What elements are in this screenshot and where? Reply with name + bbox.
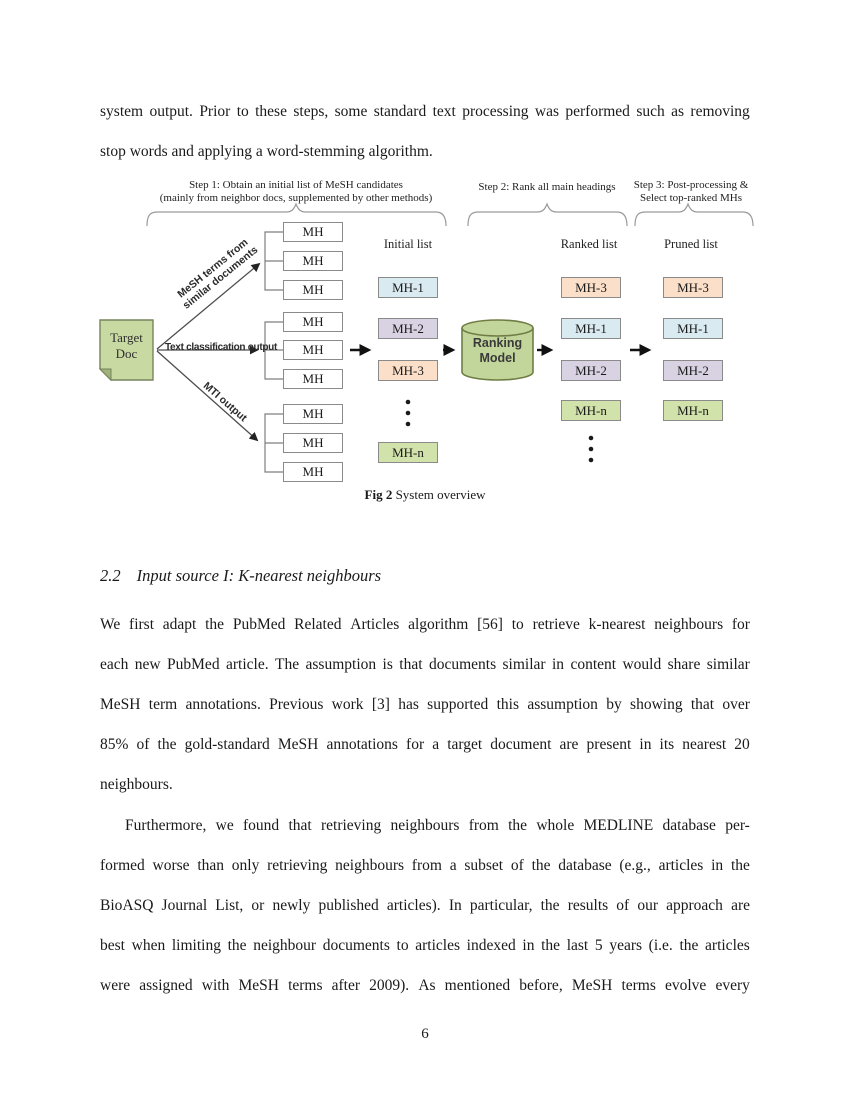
- ranked-list-item: MH-3: [561, 277, 621, 298]
- overbrace-step1-icon: [146, 202, 447, 227]
- ranking-model-label: Ranking Model: [472, 336, 523, 365]
- ranked-list-ellipsis-icon: [588, 435, 594, 463]
- mh-candidate-box: MH: [283, 251, 343, 271]
- mh-candidate-box: MH: [283, 222, 343, 242]
- page-number: 6: [421, 1026, 429, 1042]
- body-text-line: stop words and applying a word-stemming …: [100, 143, 433, 160]
- initial-list-item: MH-n: [378, 442, 438, 463]
- target-doc-fold-icon: [98, 368, 112, 382]
- section-title: Input source I: K-nearest neighbours: [136, 566, 382, 585]
- ranked-list-item: MH-1: [561, 318, 621, 339]
- target-doc-shape: [99, 319, 154, 381]
- figure-drawing: [98, 202, 754, 473]
- pruned-list-item: MH-3: [663, 277, 723, 298]
- mh-candidate-box: MH: [283, 340, 343, 360]
- section-number: 2.2: [100, 566, 121, 585]
- step2-label: Step 2: Rank all main headings: [478, 181, 616, 193]
- target-doc-label: Target Doc: [110, 330, 143, 361]
- section-heading: 2.2 Input source I: K-nearest neighbours: [100, 564, 750, 588]
- arrow-mti-icon: [156, 350, 259, 442]
- overbrace-step3-icon: [634, 202, 754, 227]
- overbrace-step2-icon: [467, 202, 628, 227]
- mh-candidate-box: MH: [283, 369, 343, 389]
- body-text-line: neighbours.: [100, 776, 173, 793]
- figure-system-overview: Step 1: Obtain an initial list of MeSH c…: [95, 178, 755, 490]
- figure-caption-text: System overview: [392, 487, 486, 502]
- step3-label: Step 3: Post-processing & Select top-ran…: [633, 179, 749, 204]
- ranking-model-cylinder-top: [461, 319, 534, 337]
- pruned-list-item: MH-1: [663, 318, 723, 339]
- initial-list-item: MH-2: [378, 318, 438, 339]
- pruned-list-header: Pruned list: [664, 237, 718, 251]
- figure-caption: Fig 2 System overview: [100, 486, 750, 504]
- arrow-mesh-terms-icon: [156, 262, 261, 350]
- pruned-list-item: MH-n: [663, 400, 723, 421]
- mh-candidate-box: MH: [283, 433, 343, 453]
- mh-group2-bracket: [264, 321, 283, 380]
- initial-list-header: Initial list: [383, 237, 433, 251]
- mh-group1-bracket: [264, 231, 283, 291]
- figure-caption-number: Fig 2: [364, 487, 393, 502]
- initial-list-ellipsis-icon: [405, 399, 411, 427]
- mh-candidate-box: MH: [283, 312, 343, 332]
- mh-candidate-box: MH: [283, 280, 343, 300]
- step1-label: Step 1: Obtain an initial list of MeSH c…: [159, 179, 433, 204]
- mh-group3-bracket: [264, 413, 283, 473]
- initial-list-item: MH-3: [378, 360, 438, 381]
- text-classification-arrow-label: Text classification output: [164, 342, 278, 353]
- mh-candidate-box: MH: [283, 462, 343, 482]
- ranked-list-item: MH-n: [561, 400, 621, 421]
- ranking-model-cylinder: [461, 328, 534, 381]
- mh-candidate-box: MH: [283, 404, 343, 424]
- ranked-list-header: Ranked list: [560, 237, 618, 251]
- ranked-list-item: MH-2: [561, 360, 621, 381]
- pruned-list-item: MH-2: [663, 360, 723, 381]
- initial-list-item: MH-1: [378, 277, 438, 298]
